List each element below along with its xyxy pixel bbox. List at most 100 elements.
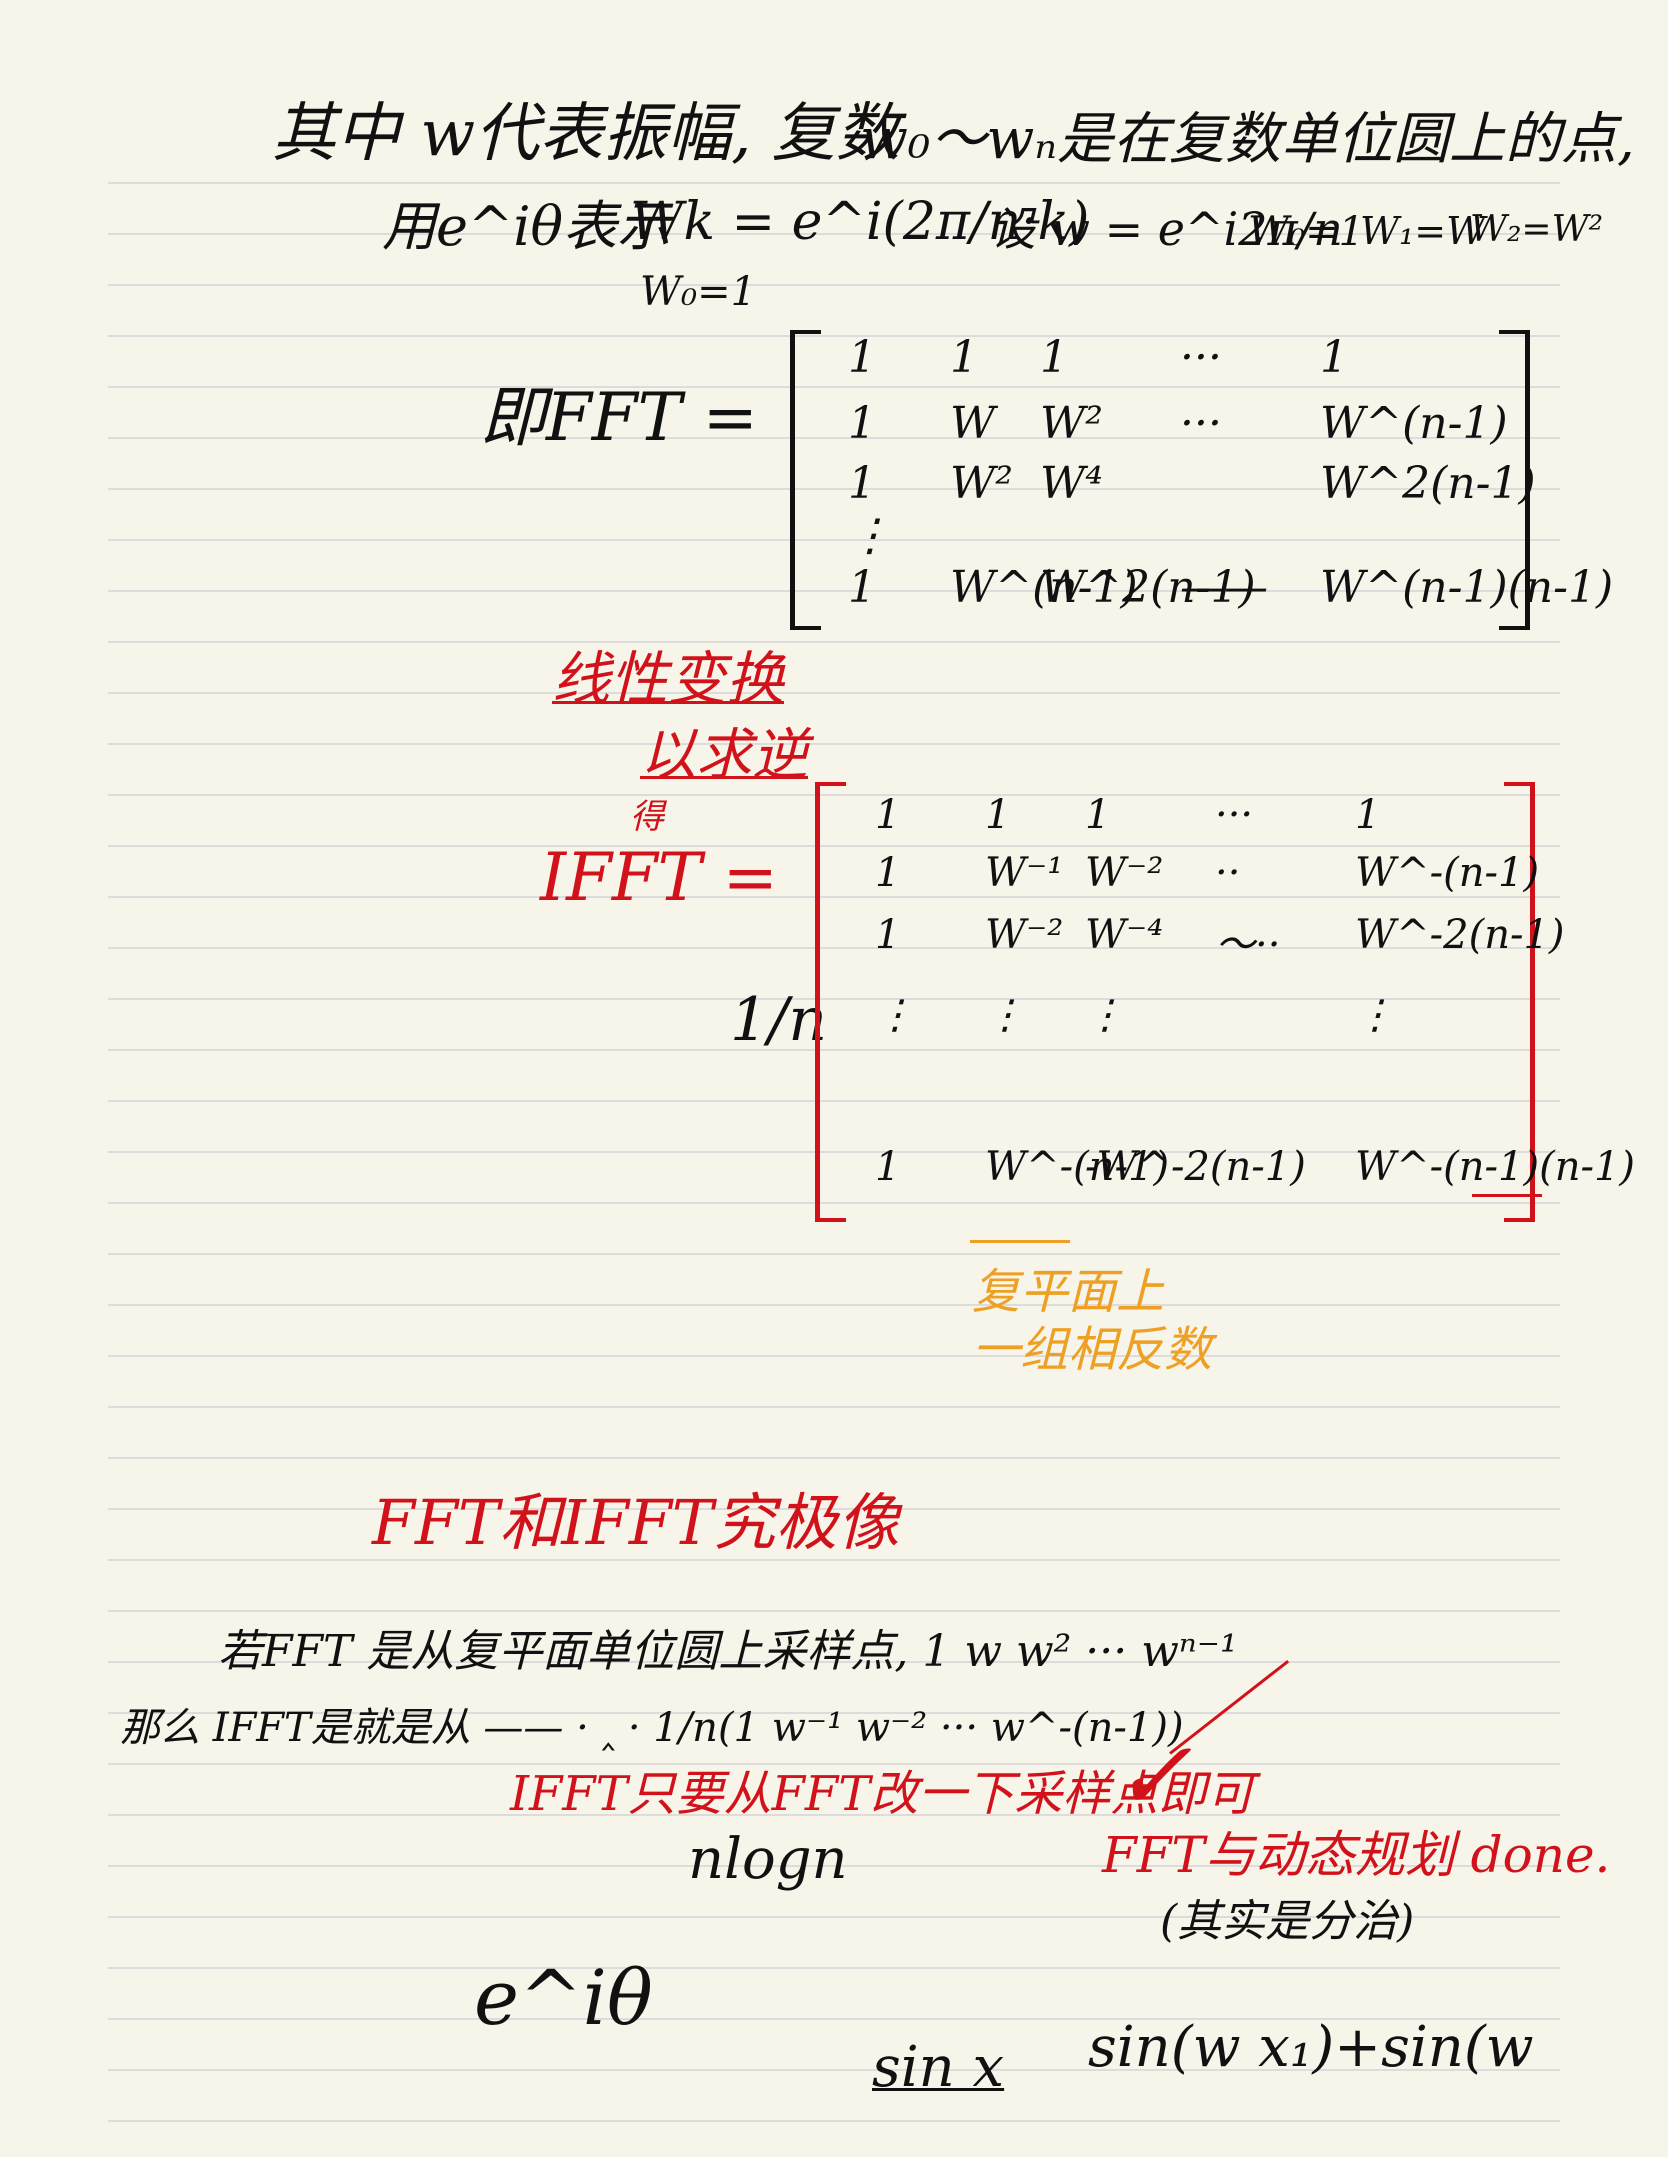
fft-matrix-cell: W (950, 398, 996, 449)
header-line2-w1: W₁=W (1360, 209, 1486, 253)
fft-matrix-cell: ⋮ (848, 510, 892, 561)
ruled-line (108, 1967, 1560, 1969)
e-itheta-note: e^iθ (474, 1953, 653, 2042)
fft-matrix-cell: ··· (1180, 398, 1222, 449)
fft-dp-done-note: FFT与动态规划 done. (1102, 1826, 1611, 1884)
fft-matrix-cell: W^(n-1)(n-1) (1320, 562, 1614, 613)
ruled-line (108, 1916, 1560, 1918)
fft-matrix-cell: W^2(n-1) (1320, 458, 1536, 509)
ifft-only-change-note: IFFT只要从FFT改一下采样点即可 (510, 1766, 1255, 1822)
ruled-line (108, 947, 1560, 949)
ifft-matrix-cell: ··· (1215, 792, 1254, 838)
sinx-note: sin x (872, 2035, 1005, 2100)
ruled-line (108, 743, 1560, 745)
ruled-line (108, 335, 1560, 337)
header-line2-assume: 设 w = e^i2π/n (990, 202, 1343, 256)
ifft-matrix-cell: ⋮ (985, 992, 1025, 1038)
ruled-line (108, 1508, 1560, 1510)
ifft-matrix-cell: ⋮ (1355, 992, 1395, 1038)
ifft-matrix-cell: W^-(n-1) (985, 1144, 1170, 1190)
ruled-line (108, 284, 1560, 286)
divide-conquer-note: (其实是分治) (1160, 1896, 1415, 1947)
fft-matrix-cell: W² (950, 458, 1013, 509)
complexity-note: nlogn (688, 1827, 848, 1892)
ruled-line (108, 1457, 1560, 1459)
ifft-matrix-cell: 1 (875, 792, 901, 838)
ifft-matrix-cell: 1 (1085, 792, 1111, 838)
fft-matrix-cell: 1 (848, 562, 876, 613)
ruled-line (108, 233, 1560, 235)
ifft-matrix-cell: 1 (875, 850, 901, 896)
ruled-line (108, 2069, 1560, 2071)
fft-right-bracket (1499, 330, 1530, 630)
red-underline-mark (1472, 1194, 1542, 1197)
fft-label: 即FFT = (480, 379, 758, 456)
ifft-matrix-cell: W⁻⁴ (1085, 912, 1164, 958)
ifft-right-bracket (1504, 782, 1535, 1222)
header-line2-w0: W₀=1 (1248, 209, 1365, 255)
fft-matrix-cell: 1 (1320, 332, 1348, 383)
header-line2-intro: 用e^iθ表示 (382, 195, 671, 258)
ifft-matrix-cell: W⁻² (985, 912, 1064, 958)
ruled-line (108, 1151, 1560, 1153)
ruled-line (108, 386, 1560, 388)
ifft-matrix-cell: 1 (875, 912, 901, 958)
complex-plane-note-1: 复平面上 (972, 1264, 1165, 1320)
ifft-matrix-cell: W^-(n-1)(n-1) (1355, 1144, 1636, 1190)
ifft-matrix-cell: W^-2(n-1) (1355, 912, 1565, 958)
ruled-line (108, 1559, 1560, 1561)
ruled-line (108, 2018, 1560, 2020)
ruled-line (108, 998, 1560, 1000)
header-line1-left: 其中 w代表振幅, 复数 (272, 97, 900, 171)
fft-matrix-cell: 1 (1040, 332, 1068, 383)
header-line3: W₀=1 (640, 269, 757, 315)
fft-matrix-cell: W² (1040, 398, 1103, 449)
ifft-matrix-cell: ⋮ (875, 992, 915, 1038)
ifft-matrix-cell: W⁻² (1085, 850, 1164, 896)
ruled-line (108, 845, 1560, 847)
ruled-line (108, 182, 1560, 184)
ruled-line (108, 1661, 1560, 1663)
complex-plane-note-2: 一组相反数 (972, 1322, 1213, 1378)
fft-matrix-cell: 1 (950, 332, 978, 383)
ruled-line (108, 1865, 1560, 1867)
if-fft-line: 若FFT 是从复平面单位圆上采样点, 1 w w² ··· wⁿ⁻¹ (218, 1626, 1238, 1677)
fft-matrix-cell: 1 (848, 458, 876, 509)
fft-matrix-cell: W⁴ (1040, 458, 1103, 509)
ifft-label: IFFT = (540, 839, 778, 916)
ifft-matrix-cell: ～·· (1215, 922, 1281, 968)
ruled-line (108, 641, 1560, 643)
fft-matrix-cell: 1 (848, 332, 876, 383)
ruled-line (108, 1049, 1560, 1051)
fft-matrix-cell: W^(n-1) (950, 562, 1138, 613)
linear-transform-note: 线性变换 (552, 645, 785, 713)
fft-matrix-cell: —— (1180, 562, 1268, 613)
ruled-line (108, 488, 1560, 490)
ifft-matrix-cell: -W^-2(n-1) (1085, 1144, 1306, 1190)
ruled-line (108, 590, 1560, 592)
ruled-line (108, 1814, 1560, 1816)
ruled-line (108, 1355, 1560, 1357)
ruled-line (108, 1202, 1560, 1204)
orange-underline (970, 1240, 1070, 1243)
header-line1-right: w₀～wₙ是在复数单位圆上的点, (860, 107, 1635, 172)
ruled-line (108, 1712, 1560, 1714)
ruled-line (108, 692, 1560, 694)
ifft-scale: 1/n (730, 985, 828, 1055)
sin-expression-note: sin(w x₁)+sin(w (1088, 2015, 1534, 2080)
ruled-line (108, 2120, 1560, 2122)
ruled-line (108, 896, 1560, 898)
ifft-matrix-cell: W^-(n-1) (1355, 850, 1540, 896)
ruled-line (108, 1304, 1560, 1306)
then-ifft-line: 那么 IFFT是就是从 —— · ‸ · 1/n(1 w⁻¹ w⁻² ··· w… (120, 1705, 1184, 1751)
ruled-line (108, 1610, 1560, 1612)
ruled-line (108, 437, 1560, 439)
header-line2-formula: Wk = e^i(2π/n·k) (630, 192, 1090, 252)
by-inverse-note: 以求逆 (640, 723, 808, 788)
ifft-matrix-cell: ⋮ (1085, 992, 1125, 1038)
fft-matrix-cell: W^(n-1) (1320, 398, 1508, 449)
de-note: 得 (630, 797, 664, 837)
ifft-matrix-cell: 1 (985, 792, 1011, 838)
